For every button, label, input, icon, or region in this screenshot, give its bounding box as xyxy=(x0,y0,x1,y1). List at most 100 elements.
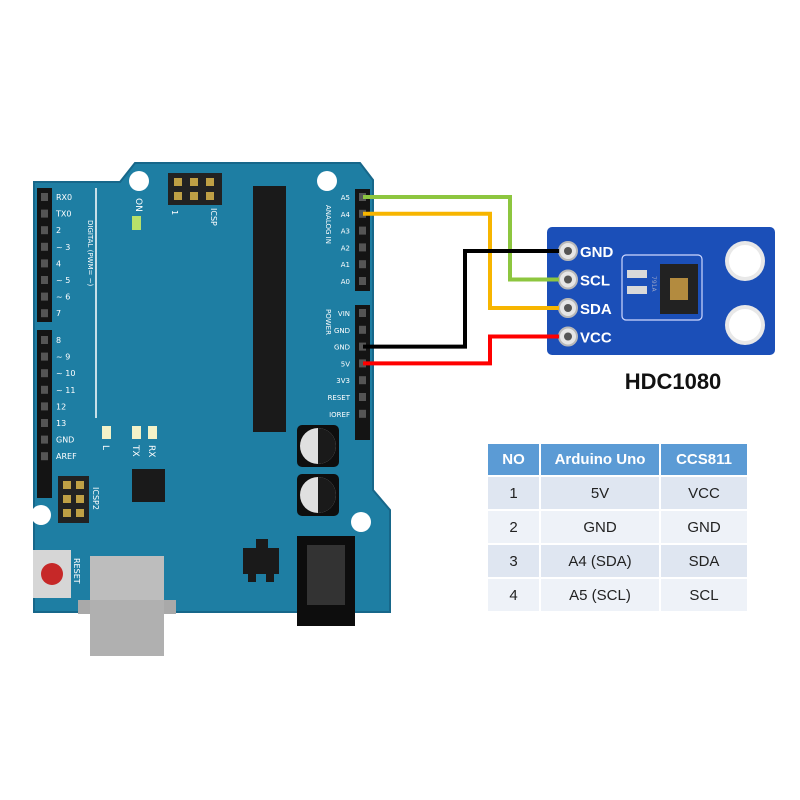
power-pin-label: 3V3 xyxy=(336,377,350,385)
analog-pin-hole xyxy=(359,209,366,218)
sensor-pin-label: VCC xyxy=(580,330,612,347)
digital-pin-hole xyxy=(41,369,48,378)
icsp-pin xyxy=(174,192,182,200)
cell-no: 1 xyxy=(488,477,539,509)
icsp-number: 1 xyxy=(170,210,179,215)
cell-sensor-pin: SCL xyxy=(661,579,747,611)
digital-pin-label: ~ 11 xyxy=(56,386,75,395)
digital-pin-label: 12 xyxy=(56,402,66,411)
capacitor xyxy=(297,474,339,516)
tx-led xyxy=(132,426,141,439)
wire-a4-to-sda xyxy=(363,211,559,310)
table-header-row: NO Arduino Uno CCS811 xyxy=(488,444,747,475)
cell-no: 2 xyxy=(488,511,539,543)
icsp-pin xyxy=(206,178,214,186)
cell-arduino-pin: 5V xyxy=(541,477,659,509)
usb-interface-chip xyxy=(132,469,165,502)
tx-label: TX xyxy=(130,444,140,457)
on-led xyxy=(132,216,141,230)
icsp-header xyxy=(168,173,222,205)
sensor-pin-label: SCL xyxy=(580,273,610,290)
icsp-pin xyxy=(190,178,198,186)
power-pin-hole xyxy=(359,393,366,401)
icsp2-header xyxy=(58,476,89,523)
table-row: 3 A4 (SDA) SDA xyxy=(488,545,747,577)
wire-gnd-to-gnd xyxy=(363,249,559,349)
analog-pin-hole xyxy=(359,260,366,269)
cell-arduino-pin: A5 (SCL) xyxy=(541,579,659,611)
column-header-sensor: CCS811 xyxy=(661,444,747,475)
analog-header xyxy=(355,189,370,291)
microcontroller-chip xyxy=(253,186,286,432)
digital-pin-hole xyxy=(41,193,48,201)
digital-pin-hole xyxy=(41,402,48,411)
chip-marking: 791A xyxy=(650,276,657,292)
digital-pin-hole xyxy=(41,242,48,251)
connection-table: NO Arduino Uno CCS811 1 5V VCC 2 GND GND… xyxy=(486,442,749,613)
wires xyxy=(363,195,559,366)
mounting-hole xyxy=(351,512,371,532)
dc-power-jack xyxy=(297,536,355,626)
digital-pin-hole xyxy=(41,385,48,394)
digital-pin-label: 7 xyxy=(56,309,61,318)
digital-pin-hole xyxy=(41,209,48,218)
analog-pin-hole xyxy=(359,226,366,235)
cell-sensor-pin: SDA xyxy=(661,545,747,577)
icsp-label: ICSP xyxy=(209,208,218,226)
sensor-element xyxy=(670,278,688,300)
digital-pin-label: ~ 5 xyxy=(56,276,70,285)
analog-pin-label: A0 xyxy=(341,278,350,286)
voltage-regulator xyxy=(243,539,279,582)
l-led xyxy=(102,426,111,439)
cell-sensor-pin: GND xyxy=(661,511,747,543)
sensor-silk-outline xyxy=(621,254,703,321)
reset-label: RESET xyxy=(72,558,81,584)
icsp2-pin xyxy=(76,481,84,489)
power-pin-hole xyxy=(359,359,366,368)
digital-header-lower xyxy=(37,330,52,498)
power-header xyxy=(355,305,370,440)
cell-arduino-pin: GND xyxy=(541,511,659,543)
mounting-hole xyxy=(317,171,337,191)
analog-pin-hole xyxy=(359,277,366,285)
digital-pin-hole xyxy=(41,435,48,444)
digital-pin-hole xyxy=(41,336,48,344)
digital-pin-label: ~ 6 xyxy=(56,293,70,302)
analog-pin-label: A5 xyxy=(341,194,350,202)
digital-pin-hole xyxy=(41,352,48,361)
smd-component xyxy=(627,270,647,278)
l-label: L xyxy=(100,445,110,450)
icsp2-label: ICSP2 xyxy=(91,487,100,510)
power-label: POWER xyxy=(324,309,332,335)
icsp-pin xyxy=(174,178,182,186)
reset-button[interactable] xyxy=(33,550,71,598)
digital-pin-label: GND xyxy=(56,436,74,445)
digital-pin-hole xyxy=(41,226,48,235)
icsp2-pin xyxy=(76,495,84,503)
icsp-pin xyxy=(206,192,214,200)
digital-header-label: DIGITAL (PWM= ~) xyxy=(86,220,94,286)
wire-a5-to-scl xyxy=(363,195,559,282)
icsp2-pin xyxy=(63,509,71,517)
sensor-title: HDC1080 xyxy=(625,369,722,394)
icsp2-pin xyxy=(63,481,71,489)
digital-pin-label: ~ 9 xyxy=(56,353,70,362)
digital-pin-hole xyxy=(41,452,48,461)
cell-no: 3 xyxy=(488,545,539,577)
analog-pin-label: A3 xyxy=(341,228,350,236)
digital-pin-label: 8 xyxy=(56,336,61,345)
rx-led xyxy=(148,426,157,439)
table-row: 2 GND GND xyxy=(488,511,747,543)
digital-pin-label: ~ 10 xyxy=(56,369,75,378)
icsp-pin xyxy=(190,192,198,200)
icsp2-pin xyxy=(63,495,71,503)
table-row: 1 5V VCC xyxy=(488,477,747,509)
digital-pin-label: 13 xyxy=(56,419,66,428)
smd-component xyxy=(627,286,647,294)
digital-pin-hole xyxy=(41,292,48,301)
icsp2-pin xyxy=(76,509,84,517)
power-pin-label: GND xyxy=(334,327,350,335)
on-label: ON xyxy=(133,198,143,212)
cell-sensor-pin: VCC xyxy=(661,477,747,509)
